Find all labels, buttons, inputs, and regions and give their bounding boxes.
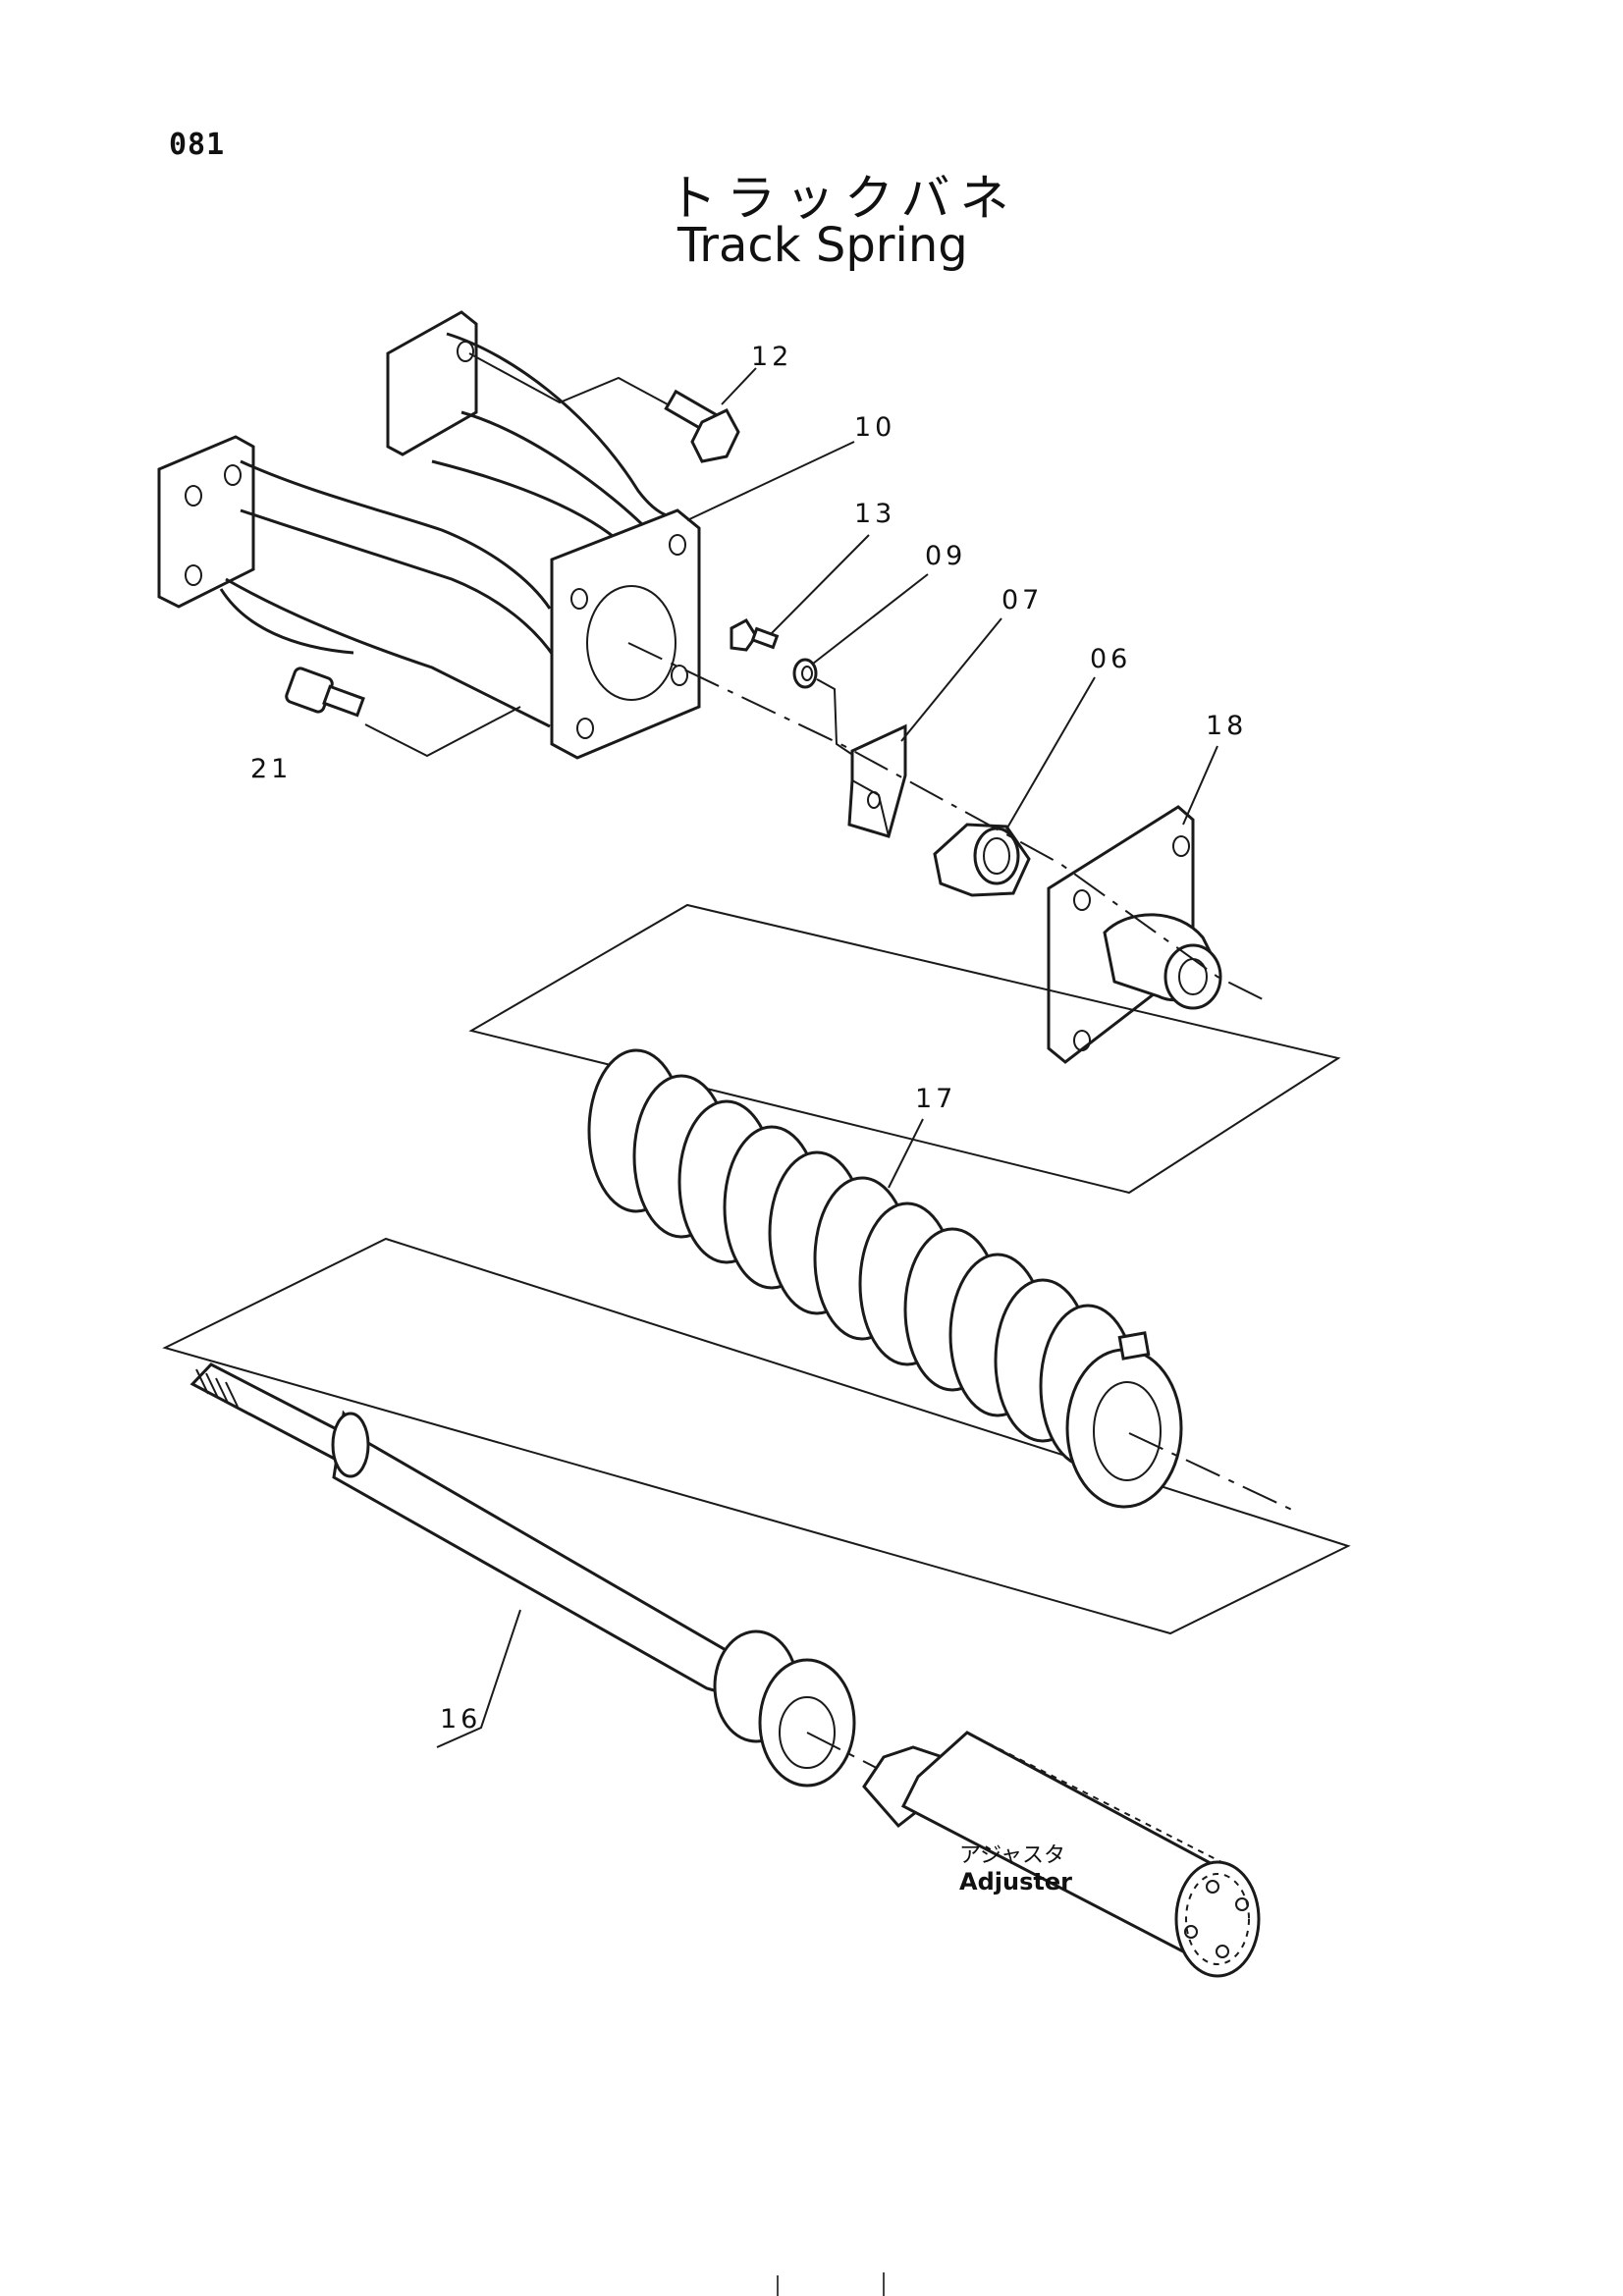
leader-lines [686,367,1218,1189]
scan-marks [777,2272,885,2296]
adjuster-part: アジャスタ Adjuster [862,1731,1261,1978]
bracket-part [157,310,701,760]
label-13: 13 [854,499,895,529]
label-07: 07 [1001,585,1043,615]
label-09: 09 [925,541,966,571]
part-labels: 12 10 13 09 07 06 18 17 16 21 [250,342,1247,1735]
label-12: 12 [751,342,792,372]
washer-09-part [792,658,855,757]
label-10: 10 [854,412,895,443]
bolt-12-part [468,352,740,463]
adjuster-label-japanese: アジャスタ [959,1843,1065,1868]
lock-plate-07-part [847,723,907,838]
title-english: Track Spring [677,218,968,273]
rod-16-part [189,1362,856,1788]
bolt-13-part [730,618,780,652]
label-17: 17 [915,1084,956,1114]
page-number: 081 [169,128,226,162]
label-06: 06 [1090,644,1131,674]
label-16: 16 [440,1704,481,1735]
label-21: 21 [250,754,292,784]
adjuster-label-english: Adjuster [959,1868,1072,1896]
label-18: 18 [1206,711,1247,741]
spring-17-part [162,903,1351,1635]
title-japanese: トラックバネ [668,170,1019,227]
nut-06-part [933,823,1031,897]
bolt-21-part [285,667,521,758]
